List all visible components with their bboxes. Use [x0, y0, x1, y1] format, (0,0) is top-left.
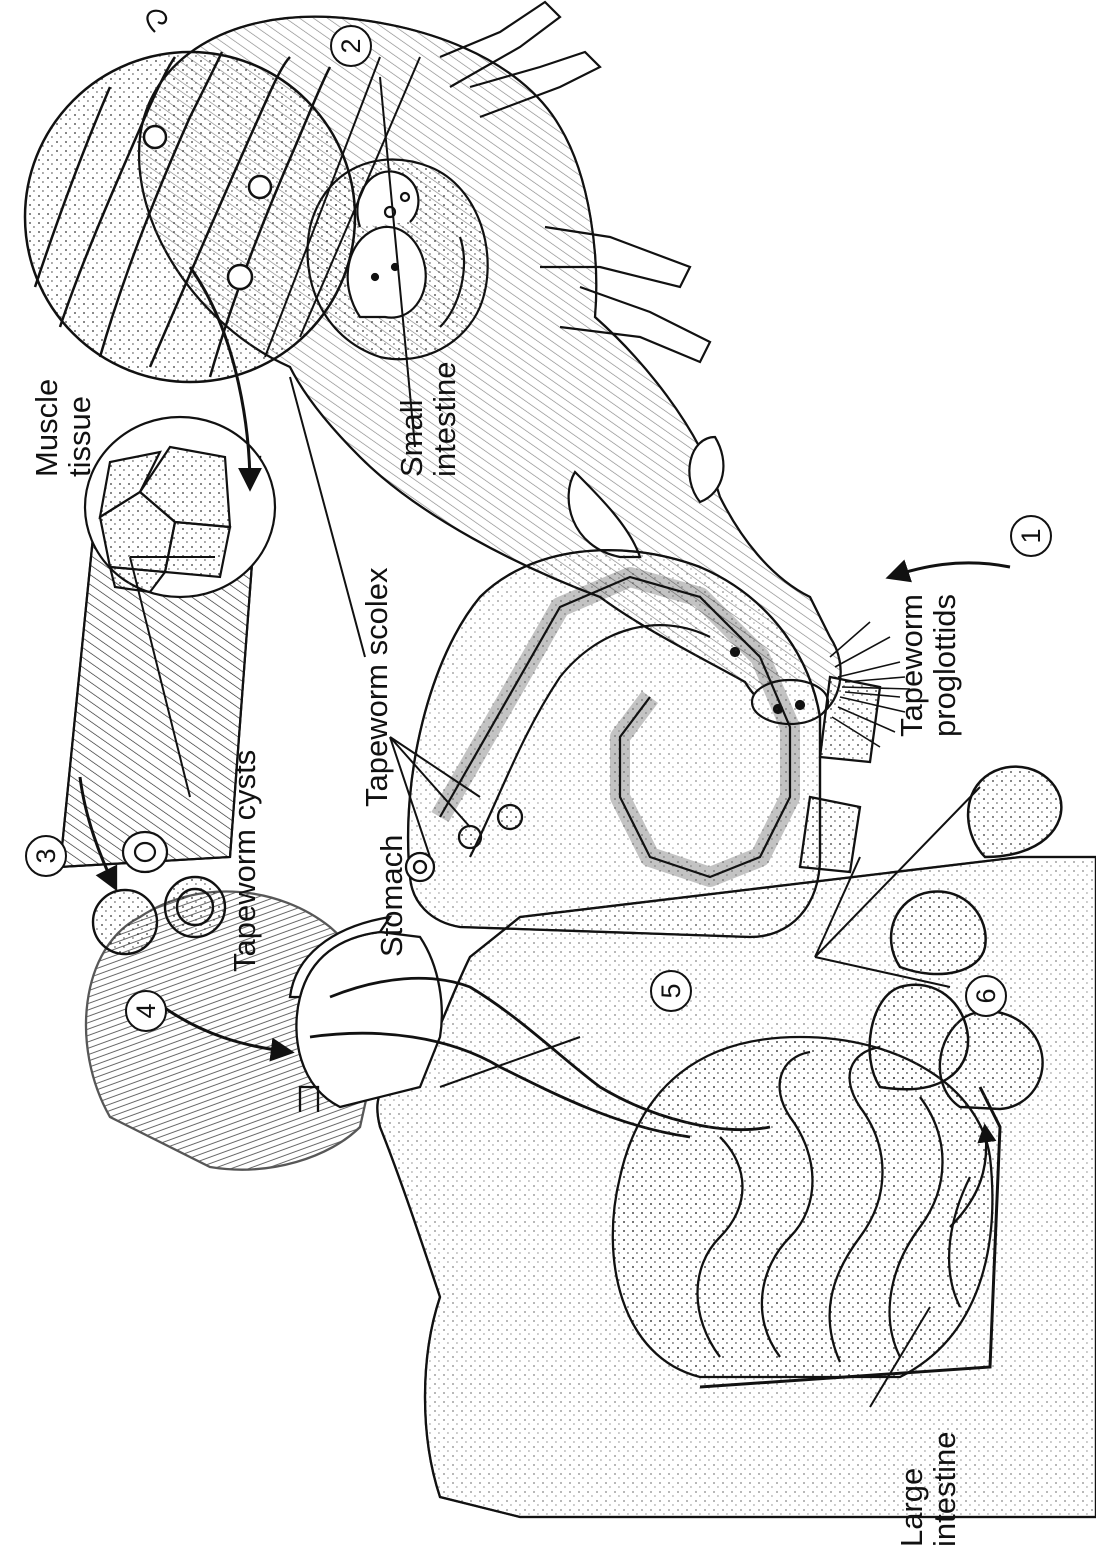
- step-number-2: 2: [330, 25, 372, 67]
- label-tapeworm-proglottids: Tapeworm proglottids: [895, 594, 961, 737]
- step-number-4: 4: [125, 990, 167, 1032]
- step-number-6: 6: [965, 975, 1007, 1017]
- step-number-1: 1: [1010, 515, 1052, 557]
- label-tapeworm-cysts: Tapeworm cysts: [228, 750, 261, 972]
- label-stomach: Stomach: [375, 835, 408, 957]
- label-muscle-tissue: Muscle tissue: [30, 379, 96, 477]
- label-small-intestine: Small intestine: [395, 362, 461, 477]
- step-number-3: 3: [25, 835, 67, 877]
- label-tapeworm-scolex: Tapeworm scolex: [360, 568, 393, 807]
- step-number-5: 5: [650, 970, 692, 1012]
- label-large-intestine: Large intestine: [895, 1432, 961, 1547]
